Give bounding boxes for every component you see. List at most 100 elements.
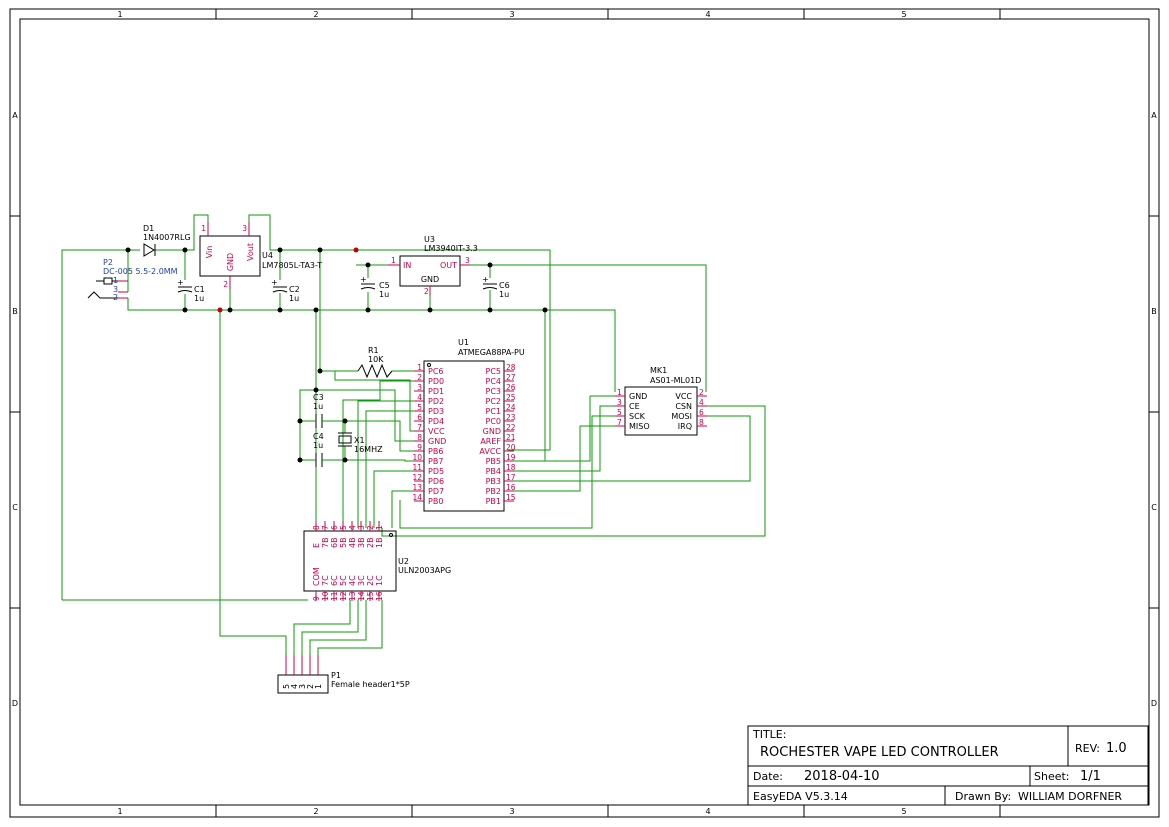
grid-row-label: D [12,699,18,708]
p2-value: DC-005 5.5-2.0MM [103,267,178,276]
u1-pin-name: PD5 [428,467,444,476]
wires [61,214,766,672]
regulator-u4: 1 3 2 Vin GND Vout U4 LM7805L-TA3-T [199,222,322,290]
p2-pin-label: 3 [113,285,118,294]
u3-pin-gnd: GND [421,275,439,284]
c6-value: 1u [499,290,509,299]
mk1-pin-num: 7 [617,418,622,427]
mk1-pin-num: 2 [699,388,704,397]
u1-pin-num: 24 [506,403,516,412]
u1-pin-name: PD0 [428,377,444,386]
u1-pin-num: 6 [417,413,422,422]
u1-pin-num: 14 [412,493,422,502]
title-label: TITLE: [752,728,786,741]
grid-labels: 1 2 3 4 5 1 2 3 4 5 A B C D A B C D [12,10,1157,816]
u2-pin-num: 4 [348,525,357,530]
u3-value: LM3940IT-3.3 [424,244,478,253]
p1-pin-num: 1 [314,684,323,689]
u2-pin-name: 5B [339,537,348,548]
p1-pin-num: 4 [290,684,299,689]
u1-pin-name: AREF [480,437,501,446]
c1-value: 1u [194,294,204,303]
junctions [125,247,548,463]
u1-pin-name: PB5 [486,457,501,466]
u2-pin-name: E [312,543,321,548]
u2-pin-num: 15 [366,591,375,601]
diode-d1: D1 1N4007RLG [143,224,191,257]
u2-pin-name: 4C [348,575,357,586]
u1-pin-num: 15 [506,493,516,502]
x1-value: 16MHZ [354,445,383,454]
rev-label: REV: [1075,742,1100,755]
mk1-pin-name: CSN [675,402,692,411]
u1-pin-num: 17 [506,473,516,482]
date-value: 2018-04-10 [804,769,880,784]
c4-value: 1u [313,441,323,450]
u3-pin-out: OUT [440,261,457,270]
grid-col-label: 1 [117,807,122,816]
u2-pin-name: 2C [366,575,375,586]
u1-pin-num: 21 [506,433,516,442]
u1-pin-name: PD2 [428,397,444,406]
capacitor-c6: + C6 1u [482,275,510,299]
u4-ref: U4 [262,251,273,260]
grid-col-label: 2 [313,807,318,816]
u1-pin-num: 11 [412,463,422,472]
u2-pin-num: 10 [321,591,330,601]
u1-pin-num: 26 [506,383,516,392]
mk1-pin-num: 8 [699,418,704,427]
u1-pin-num: 18 [506,463,516,472]
capacitor-c1: + C1 1u [177,278,205,303]
u1-pin-num: 25 [506,393,516,402]
p1-ref: P1 [331,671,341,680]
c5-ref: C5 [379,281,390,290]
u1-pin-name: GND [428,437,446,446]
u1-pin-num: 4 [417,393,422,402]
u1-pin-num: 12 [412,473,422,482]
grid-row-label: C [12,503,18,512]
polarity-plus-icon: + [177,278,184,287]
u2-pin-name: 5C [339,575,348,586]
mk1-pin-name: SCK [629,412,646,421]
u1-pin-num: 1 [417,363,422,372]
u2-pin-num: 5 [339,525,348,530]
u1-pin-num: 13 [412,483,422,492]
grid-row-label: C [1151,503,1157,512]
p2-pin-label: 2 [113,293,118,302]
c5-value: 1u [379,290,389,299]
mk1-pin-num: 6 [699,408,704,417]
u1-pin-num: 2 [417,373,422,382]
u1-ref: U1 [458,338,469,347]
grid-row-label: B [12,307,18,316]
u1-pin-name: PD6 [428,477,444,486]
capacitor-c3: C3 1u [312,393,326,428]
u2-pin-num: 1 [375,525,384,530]
u1-pin-num: 9 [417,443,422,452]
u1-pin-name: PB6 [428,447,443,456]
mk1-pin-num: 4 [699,398,704,407]
capacitor-c4: C4 1u [312,432,326,467]
u2-pin-num: 3 [357,525,366,530]
u1-pin-num: 22 [506,423,516,432]
u3-ref: U3 [424,235,435,244]
p1-pin-num: 2 [306,684,315,689]
dc-jack-p2: P2 DC-005 5.5-2.0MM 1 3 2 [87,258,178,302]
sheet-value: 1/1 [1080,769,1101,784]
c2-ref: C2 [289,285,300,294]
u1-pin-name: PC6 [428,367,444,376]
capacitor-c5: + C5 1u [360,275,390,299]
mk1-pin-num: 5 [617,408,622,417]
drawn-by-label: Drawn By: [955,790,1011,803]
u1-pin-name: PB2 [486,487,501,496]
u1-pin-name: PD3 [428,407,444,416]
p1-pin-num: 5 [282,684,291,689]
u2-pin-name: 6C [330,575,339,586]
grid-col-label: 2 [313,10,318,19]
u3-pin-num: 3 [465,256,470,265]
sheet-label: Sheet: [1034,770,1070,783]
grid-col-label: 1 [117,10,122,19]
u1-pin-name: PC0 [486,417,502,426]
